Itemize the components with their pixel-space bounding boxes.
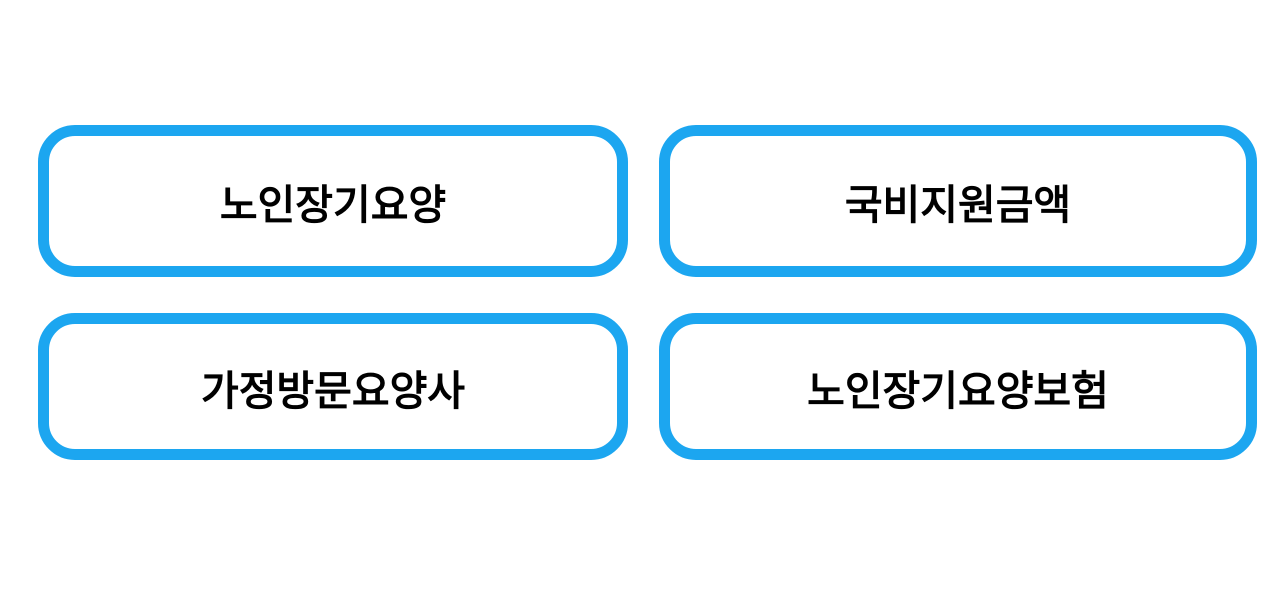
keyword-button-label: 노인장기요양 xyxy=(219,182,447,228)
keyword-button-label: 가정방문요양사 xyxy=(200,367,466,414)
keyword-button-home-visit-caregiver[interactable]: 가정방문요양사 xyxy=(38,313,628,460)
keyword-button-elderly-longterm-care-insurance[interactable]: 노인장기요양보험 xyxy=(659,313,1257,460)
keyword-button-label: 노인장기요양보험 xyxy=(807,367,1109,414)
keyword-button-elderly-longterm-care[interactable]: 노인장기요양 xyxy=(38,125,628,277)
keyword-button-government-funding-amount[interactable]: 국비지원금액 xyxy=(659,125,1257,277)
keyword-button-label: 국비지원금액 xyxy=(844,182,1072,228)
